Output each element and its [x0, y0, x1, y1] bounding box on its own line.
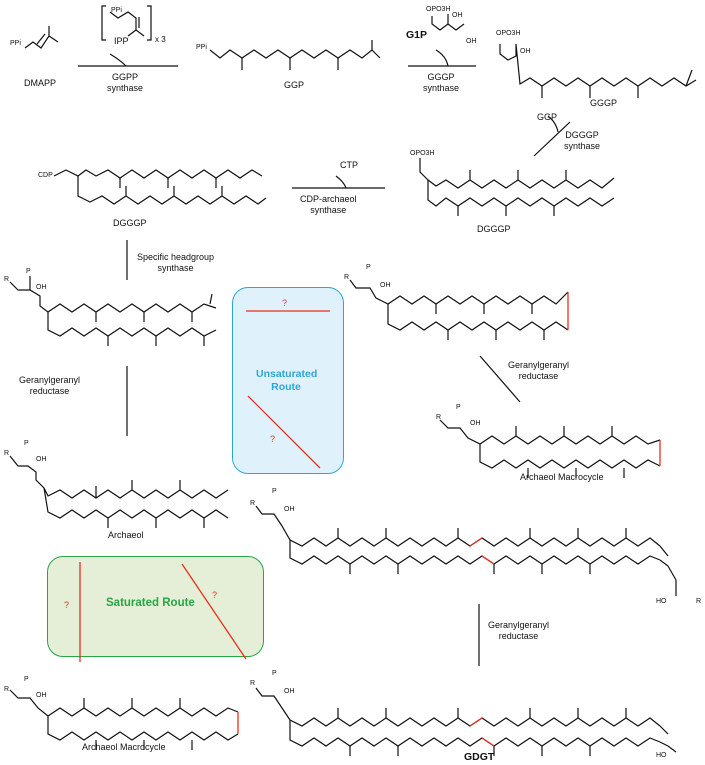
gggp-structure — [499, 43, 697, 87]
gdgt-structure — [255, 687, 661, 727]
headgroup-oh: OH — [36, 284, 47, 291]
gdgt-r: R — [250, 680, 256, 687]
saturated-route-label: Saturated Route — [106, 597, 195, 609]
ipp-ppi: PPi — [111, 7, 122, 14]
gdgt-precursor-oh: OH — [284, 506, 295, 513]
headgroup-lipid-structure — [9, 281, 217, 313]
macrocycle-top-oh: OH — [470, 420, 481, 427]
archaeol-p: P — [24, 440, 29, 447]
dgggp-structure — [419, 158, 615, 207]
dgggp-opo3h: OPO3H — [410, 150, 435, 157]
ipp-multiplier: x 3 — [155, 35, 166, 44]
gggp-oh: OH — [520, 48, 531, 55]
g1p-label: G1P — [406, 29, 428, 41]
dgggp-label: DGGGP — [477, 224, 511, 234]
cdp-dgggp-structure — [53, 169, 263, 179]
archaeol-oh: OH — [36, 456, 47, 463]
archaeol-structure — [9, 455, 229, 499]
archaeol-macrocycle-bottom-label: Archaeol Macrocycle — [82, 742, 166, 752]
saturated-unknown-1: ? — [64, 600, 70, 610]
archaeol-label: Archaeol — [108, 530, 144, 540]
archaeol-r: R — [4, 450, 10, 457]
gdgt-oh: OH — [284, 688, 295, 695]
macrocycle-bottom-r: R — [4, 686, 10, 693]
unsaturated-unknown-2: ? — [270, 434, 276, 444]
ctp-label: CTP — [340, 160, 358, 170]
macrocycle-top-p: P — [456, 404, 461, 411]
dmapp-ppi: PPi — [10, 40, 21, 47]
unsaturated-p: P — [366, 264, 371, 271]
ggp-structure — [209, 49, 381, 59]
gdgt-ho: HO — [656, 752, 667, 759]
g1p-oh-2: OH — [466, 38, 477, 45]
g1p-opo3h: OPO3H — [426, 6, 451, 13]
dgggp-cdp: CDP — [38, 172, 53, 179]
gdgt-precursor-ho: HO — [656, 598, 667, 605]
gggp-opo3h: OPO3H — [496, 30, 521, 37]
archaeol-macrocycle-top-label: Archaeol Macrocycle — [520, 472, 604, 482]
ggp-reagent-label: GGP — [537, 112, 558, 122]
unsaturated-unknown-1: ? — [282, 298, 288, 308]
unsaturated-macrocycle-structure — [349, 279, 569, 305]
unsaturated-gdgt-precursor-structure — [255, 505, 661, 547]
unsaturated-r: R — [344, 274, 350, 281]
unsaturated-oh: OH — [380, 282, 391, 289]
gggp-label: GGGP — [590, 98, 618, 108]
dmapp-structure — [24, 26, 50, 49]
ipp-structure — [109, 11, 145, 37]
macrocycle-top-r: R — [436, 414, 442, 421]
macrocycle-bottom-p: P — [24, 676, 29, 683]
dmapp-label: DMAPP — [24, 78, 57, 88]
g1p-structure — [431, 16, 465, 31]
archaeol-macrocycle-bottom-structure — [9, 689, 239, 717]
archaeol-macrocycle-top-structure — [439, 419, 661, 445]
gdgt-p: P — [272, 670, 277, 677]
ggp-ppi: PPi — [196, 44, 207, 51]
gdgt-label: GDGT — [464, 751, 495, 763]
g1p-oh-1: OH — [452, 12, 463, 19]
ipp-label: IPP — [114, 36, 129, 46]
headgroup-r: R — [4, 276, 10, 283]
headgroup-p: P — [26, 268, 31, 275]
saturated-unknown-2: ? — [212, 590, 218, 600]
macrocycle-bottom-oh: OH — [36, 692, 47, 699]
gdgt-precursor-r2: R — [696, 598, 702, 605]
gdgt-precursor-r: R — [250, 500, 256, 507]
gdgt-precursor-p: P — [272, 488, 277, 495]
cdp-dgggp-label: DGGGP — [113, 218, 147, 228]
ggp-label: GGP — [284, 80, 305, 90]
